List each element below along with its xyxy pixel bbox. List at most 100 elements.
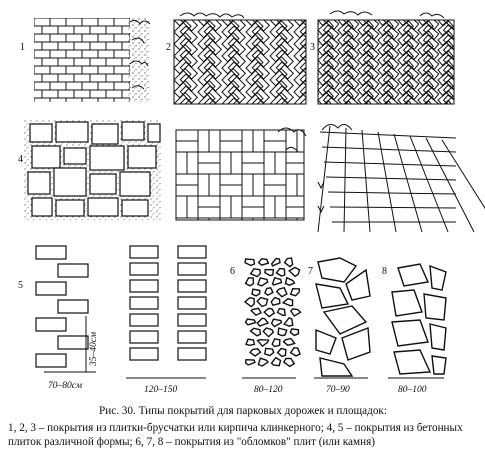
brick <box>398 121 413 135</box>
brick <box>318 20 334 37</box>
brick <box>464 115 479 129</box>
brick <box>34 18 35 27</box>
brick <box>378 111 393 125</box>
brick <box>108 86 125 103</box>
brick <box>278 111 293 125</box>
brick <box>422 20 440 21</box>
brick <box>458 121 473 135</box>
brick <box>338 111 353 125</box>
brick <box>478 41 485 55</box>
brick <box>49 97 67 102</box>
brick <box>442 84 454 101</box>
brick <box>174 0 191 14</box>
brick <box>174 97 175 104</box>
brick <box>73 73 91 83</box>
brick <box>246 0 263 2</box>
brick <box>458 61 473 75</box>
brick <box>377 90 394 104</box>
brick <box>65 18 83 27</box>
brick <box>417 40 434 57</box>
brick <box>57 25 75 35</box>
concrete-slab <box>119 171 151 197</box>
brick <box>364 135 379 149</box>
figure-caption-title: Рис. 30. Типы покрытий для парковых доро… <box>99 405 387 417</box>
brick <box>89 25 107 35</box>
concrete-slab <box>177 313 207 327</box>
brick <box>438 111 453 125</box>
concrete-slab <box>121 121 145 141</box>
dimension-5-width: 70–80см <box>48 381 82 391</box>
concrete-slab <box>177 330 207 344</box>
brick <box>372 122 389 139</box>
brick <box>264 115 279 129</box>
stone-fragment <box>319 357 354 377</box>
brick <box>366 117 383 134</box>
brick <box>342 105 359 122</box>
brick <box>41 25 59 35</box>
brick <box>298 1 313 15</box>
brick <box>398 0 413 5</box>
brick <box>364 0 379 9</box>
concrete-slab <box>177 262 207 276</box>
brick <box>252 0 269 7</box>
brick <box>397 40 414 57</box>
brick <box>121 25 130 35</box>
brick <box>318 20 334 27</box>
panel-3-label: 3 <box>310 42 315 53</box>
brick <box>390 0 407 2</box>
brick <box>342 74 360 91</box>
brick <box>364 115 379 129</box>
brick <box>49 49 67 59</box>
brick <box>344 115 359 129</box>
brick <box>464 55 479 69</box>
brick <box>174 129 191 146</box>
brick <box>318 30 334 47</box>
brick <box>222 0 239 2</box>
concrete-slab <box>177 245 207 259</box>
stone-fragment <box>249 327 262 337</box>
brick <box>180 2 197 19</box>
brick <box>284 55 299 69</box>
brick <box>404 0 419 9</box>
brick <box>318 105 335 122</box>
brick <box>418 0 433 5</box>
concrete-slab <box>127 145 157 169</box>
brick <box>464 125 479 139</box>
brick <box>252 134 269 151</box>
brick <box>34 81 51 91</box>
slab-joint <box>323 161 457 167</box>
brick <box>246 141 263 158</box>
brick <box>464 75 479 89</box>
brick <box>458 0 473 5</box>
brick <box>84 14 101 31</box>
brick <box>377 70 394 87</box>
brick <box>418 121 433 135</box>
stone-fragment <box>245 338 256 347</box>
stone-fragment <box>315 283 350 309</box>
brick <box>150 105 167 122</box>
brick <box>73 57 91 67</box>
brick <box>34 49 51 59</box>
slab-joint <box>361 129 371 233</box>
brick <box>337 70 354 87</box>
brick <box>377 20 394 27</box>
brick <box>318 0 335 2</box>
panel-7-label: 7 <box>308 266 313 277</box>
slab-joint <box>343 127 347 233</box>
brick <box>324 105 339 119</box>
concrete-slab <box>129 245 159 259</box>
brick <box>384 105 399 119</box>
brick <box>84 0 101 7</box>
brick <box>337 50 354 67</box>
brick <box>258 111 273 125</box>
concrete-slab <box>129 330 159 344</box>
brick <box>49 18 67 27</box>
brick <box>442 20 454 31</box>
brick <box>105 57 123 67</box>
brick <box>49 65 67 75</box>
stone-fragment <box>288 266 301 278</box>
brick <box>422 34 440 51</box>
brick <box>342 64 360 81</box>
brick <box>180 158 197 175</box>
brick <box>252 146 269 163</box>
